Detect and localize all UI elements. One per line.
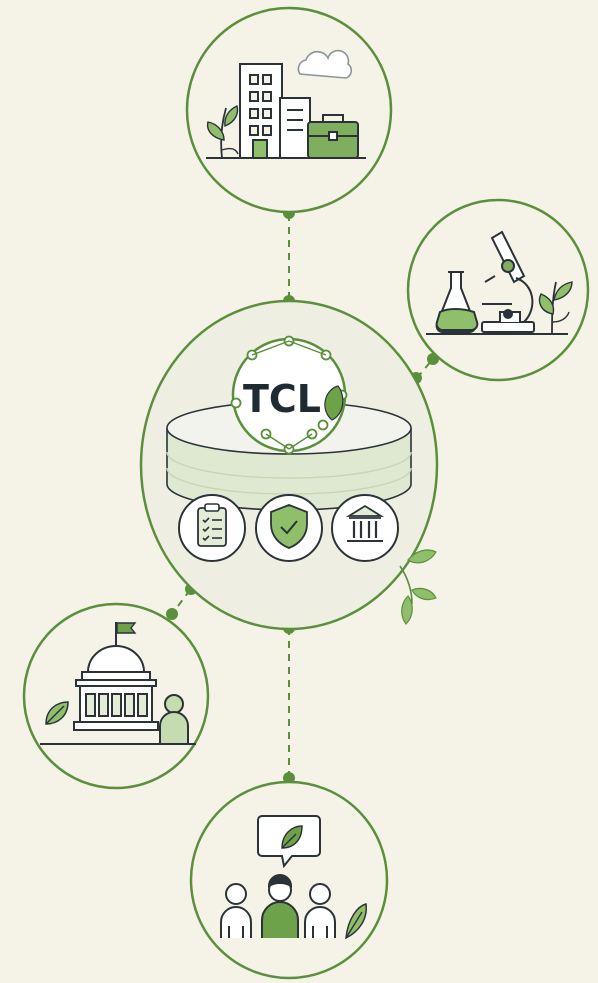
business-stakeholder: [185, 6, 393, 214]
cloud-icon: [297, 49, 353, 79]
briefcase-icon: [307, 114, 359, 159]
leaf-icon: [345, 903, 367, 940]
tcl-hub: TCL: [139, 299, 439, 631]
leaf-icon: [324, 385, 344, 421]
speech-bubble-leaf-icon: [257, 815, 321, 869]
tcl-emblem: TCL: [230, 335, 348, 455]
network-lines: [251, 340, 327, 450]
flag-icon: [115, 622, 137, 646]
microscope-icon: [481, 230, 535, 333]
leaf-icon: [401, 595, 413, 625]
capitol-building-icon: [73, 645, 159, 731]
checklist-clipboard-icon: [178, 494, 246, 562]
vine-leaves: [399, 549, 437, 625]
connector-left: [171, 589, 191, 615]
person-icon: [159, 694, 189, 744]
plant-icon: [206, 105, 239, 159]
government-stakeholder: [22, 602, 210, 790]
institution-icon: [331, 494, 399, 562]
community-stakeholder: [189, 780, 389, 980]
leaf-icon: [407, 549, 437, 564]
leaf-icon: [411, 587, 437, 601]
people-group-icon: [220, 874, 336, 938]
research-stakeholder: [406, 198, 590, 382]
platform-icon-row: [178, 494, 399, 562]
flask-icon: [435, 271, 479, 333]
node-left-outer: [166, 608, 178, 620]
leaf-icon: [45, 701, 69, 725]
plant-icon: [538, 281, 573, 335]
tcl-logo-text: TCL: [243, 377, 321, 421]
office-building-icon: [239, 63, 311, 159]
shield-check-icon: [255, 494, 323, 562]
